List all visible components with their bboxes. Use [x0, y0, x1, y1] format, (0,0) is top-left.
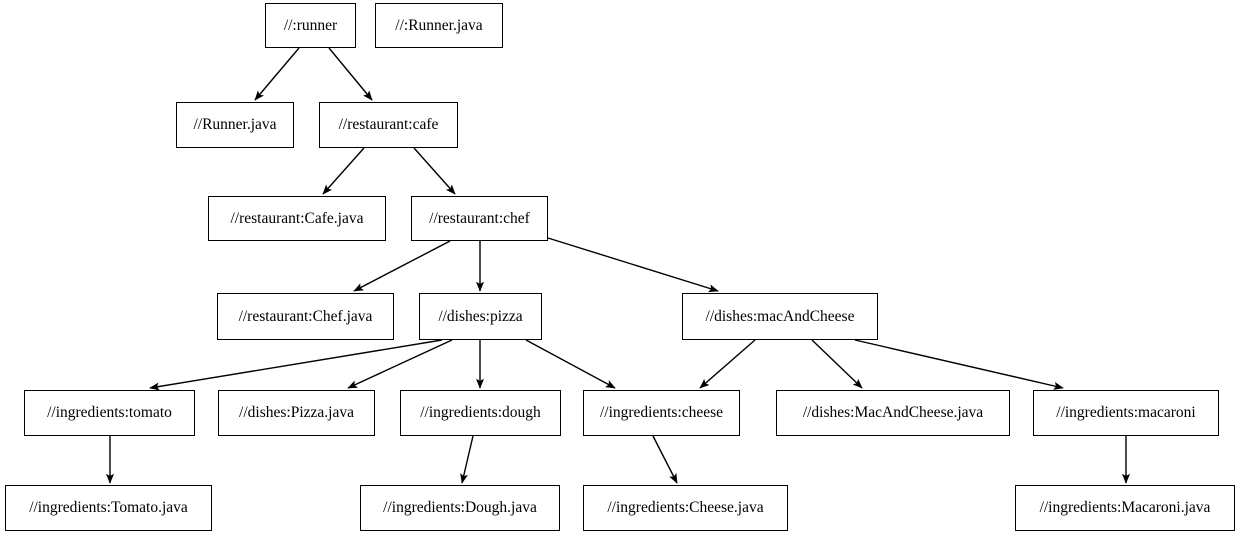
- graph-node-label: //dishes:MacAndCheese.java: [802, 404, 984, 422]
- graph-node-label: //:Runner.java: [395, 16, 483, 34]
- graph-node-restaurant-chef[interactable]: //restaurant:chef: [411, 196, 548, 241]
- graph-node-ingredients-tomato-java[interactable]: //ingredients:Tomato.java: [5, 485, 212, 531]
- graph-node-dishes-pizza-java[interactable]: //dishes:Pizza.java: [218, 390, 375, 436]
- graph-node-dishes-pizza[interactable]: //dishes:pizza: [419, 293, 542, 340]
- graph-node-label: //ingredients:macaroni: [1056, 404, 1196, 422]
- graph-node-label: //ingredients:dough: [420, 404, 541, 422]
- graph-node-dishes-macandcheese-java[interactable]: //dishes:MacAndCheese.java: [776, 390, 1010, 436]
- graph-node-ingredients-macaroni-java[interactable]: //ingredients:Macaroni.java: [1015, 485, 1235, 531]
- graph-node-label: //Runner.java: [193, 116, 277, 134]
- graph-node-label: //restaurant:Chef.java: [238, 307, 373, 325]
- graph-node-label: //ingredients:Macaroni.java: [1039, 499, 1211, 517]
- graph-node-label: //ingredients:cheese: [599, 404, 724, 422]
- graph-node-ingredients-tomato[interactable]: //ingredients:tomato: [24, 390, 195, 436]
- graph-node-runner-java[interactable]: //Runner.java: [176, 102, 294, 148]
- graph-node-ingredients-dough[interactable]: //ingredients:dough: [400, 390, 561, 436]
- graph-node-label: //restaurant:Cafe.java: [230, 209, 364, 227]
- graph-node-label: //ingredients:tomato: [47, 404, 172, 422]
- graph-node-label: //restaurant:chef: [429, 209, 530, 227]
- graph-node-dishes-macandcheese[interactable]: //dishes:macAndCheese: [682, 293, 878, 340]
- graph-node-restaurant-chef-java[interactable]: //restaurant:Chef.java: [217, 293, 394, 340]
- graph-node-label: //dishes:Pizza.java: [239, 404, 354, 422]
- graph-node-label: //dishes:macAndCheese: [705, 307, 855, 325]
- graph-node-label: //ingredients:Tomato.java: [29, 499, 188, 517]
- graph-node-label: //:runner: [283, 16, 338, 34]
- graph-node-ingredients-dough-java[interactable]: //ingredients:Dough.java: [360, 485, 560, 531]
- graph-node-label: //ingredients:Dough.java: [383, 499, 537, 517]
- graph-node-ingredients-cheese[interactable]: //ingredients:cheese: [583, 390, 740, 436]
- graph-node-ingredients-macaroni[interactable]: //ingredients:macaroni: [1033, 390, 1219, 436]
- graph-node-restaurant-cafe[interactable]: //restaurant:cafe: [319, 102, 458, 148]
- graph-node-label: //dishes:pizza: [438, 307, 523, 325]
- graph-node-restaurant-cafe-java[interactable]: //restaurant:Cafe.java: [208, 196, 386, 241]
- graph-node-label: //restaurant:cafe: [338, 116, 439, 134]
- graph-node-root-runner-java[interactable]: //:Runner.java: [375, 3, 503, 48]
- graph-node-runner[interactable]: //:runner: [265, 3, 356, 48]
- graph-node-label: //ingredients:Cheese.java: [607, 499, 764, 517]
- graph-node-ingredients-cheese-java[interactable]: //ingredients:Cheese.java: [583, 485, 788, 531]
